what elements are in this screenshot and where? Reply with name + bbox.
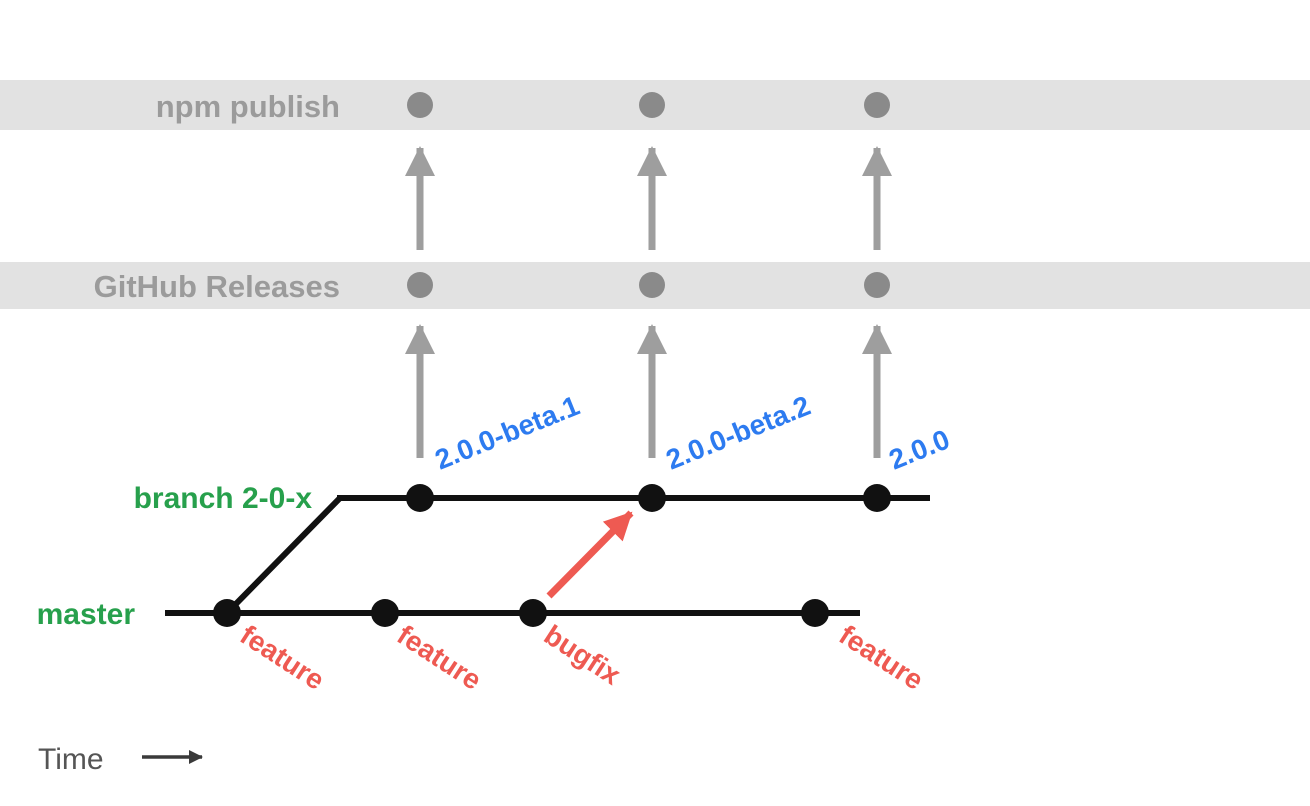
npm-lane-label: npm publish xyxy=(156,89,340,124)
commit-label-feature-1: feature xyxy=(235,619,330,696)
master-commit-dot xyxy=(371,599,399,627)
npm-publish-dot xyxy=(864,92,890,118)
npm-publish-dot xyxy=(639,92,665,118)
time-axis: Time xyxy=(38,743,203,776)
version-tag-beta2: 2.0.0-beta.2 xyxy=(662,390,815,476)
release-to-npm-arrows xyxy=(405,146,892,250)
master-commit-dot xyxy=(801,599,829,627)
commit-label-feature-3: feature xyxy=(834,619,929,696)
version-tag-beta1: 2.0.0-beta.1 xyxy=(431,390,584,476)
release-branch-label: branch 2-0-x xyxy=(134,482,313,515)
tag-to-release-arrows xyxy=(405,324,892,458)
commit-label-bugfix: bugfix xyxy=(539,619,627,691)
github-release-dot xyxy=(407,272,433,298)
github-releases-lane: GitHub Releases xyxy=(0,262,1310,309)
npm-publish-lane: npm publish xyxy=(0,80,1310,130)
github-release-dot xyxy=(639,272,665,298)
master-branch: master feature feature bugfix feature xyxy=(37,598,929,696)
release-commit-dot xyxy=(406,484,434,512)
master-commit-dot xyxy=(519,599,547,627)
time-axis-label: Time xyxy=(38,743,104,776)
master-commit-dot xyxy=(213,599,241,627)
bugfix-merge-arrow xyxy=(546,510,634,599)
release-branch: branch 2-0-x 2.0.0-beta.1 2.0.0-beta.2 2… xyxy=(134,390,954,616)
master-branch-label: master xyxy=(37,598,136,631)
releases-lane-label: GitHub Releases xyxy=(94,269,340,304)
version-tag-final: 2.0.0 xyxy=(885,423,954,475)
release-commit-dot xyxy=(863,484,891,512)
branch-fork-line xyxy=(224,495,343,616)
github-release-dot xyxy=(864,272,890,298)
release-commit-dot xyxy=(638,484,666,512)
npm-publish-dot xyxy=(407,92,433,118)
bugfix-arrow xyxy=(546,510,634,599)
commit-label-feature-2: feature xyxy=(392,619,487,696)
